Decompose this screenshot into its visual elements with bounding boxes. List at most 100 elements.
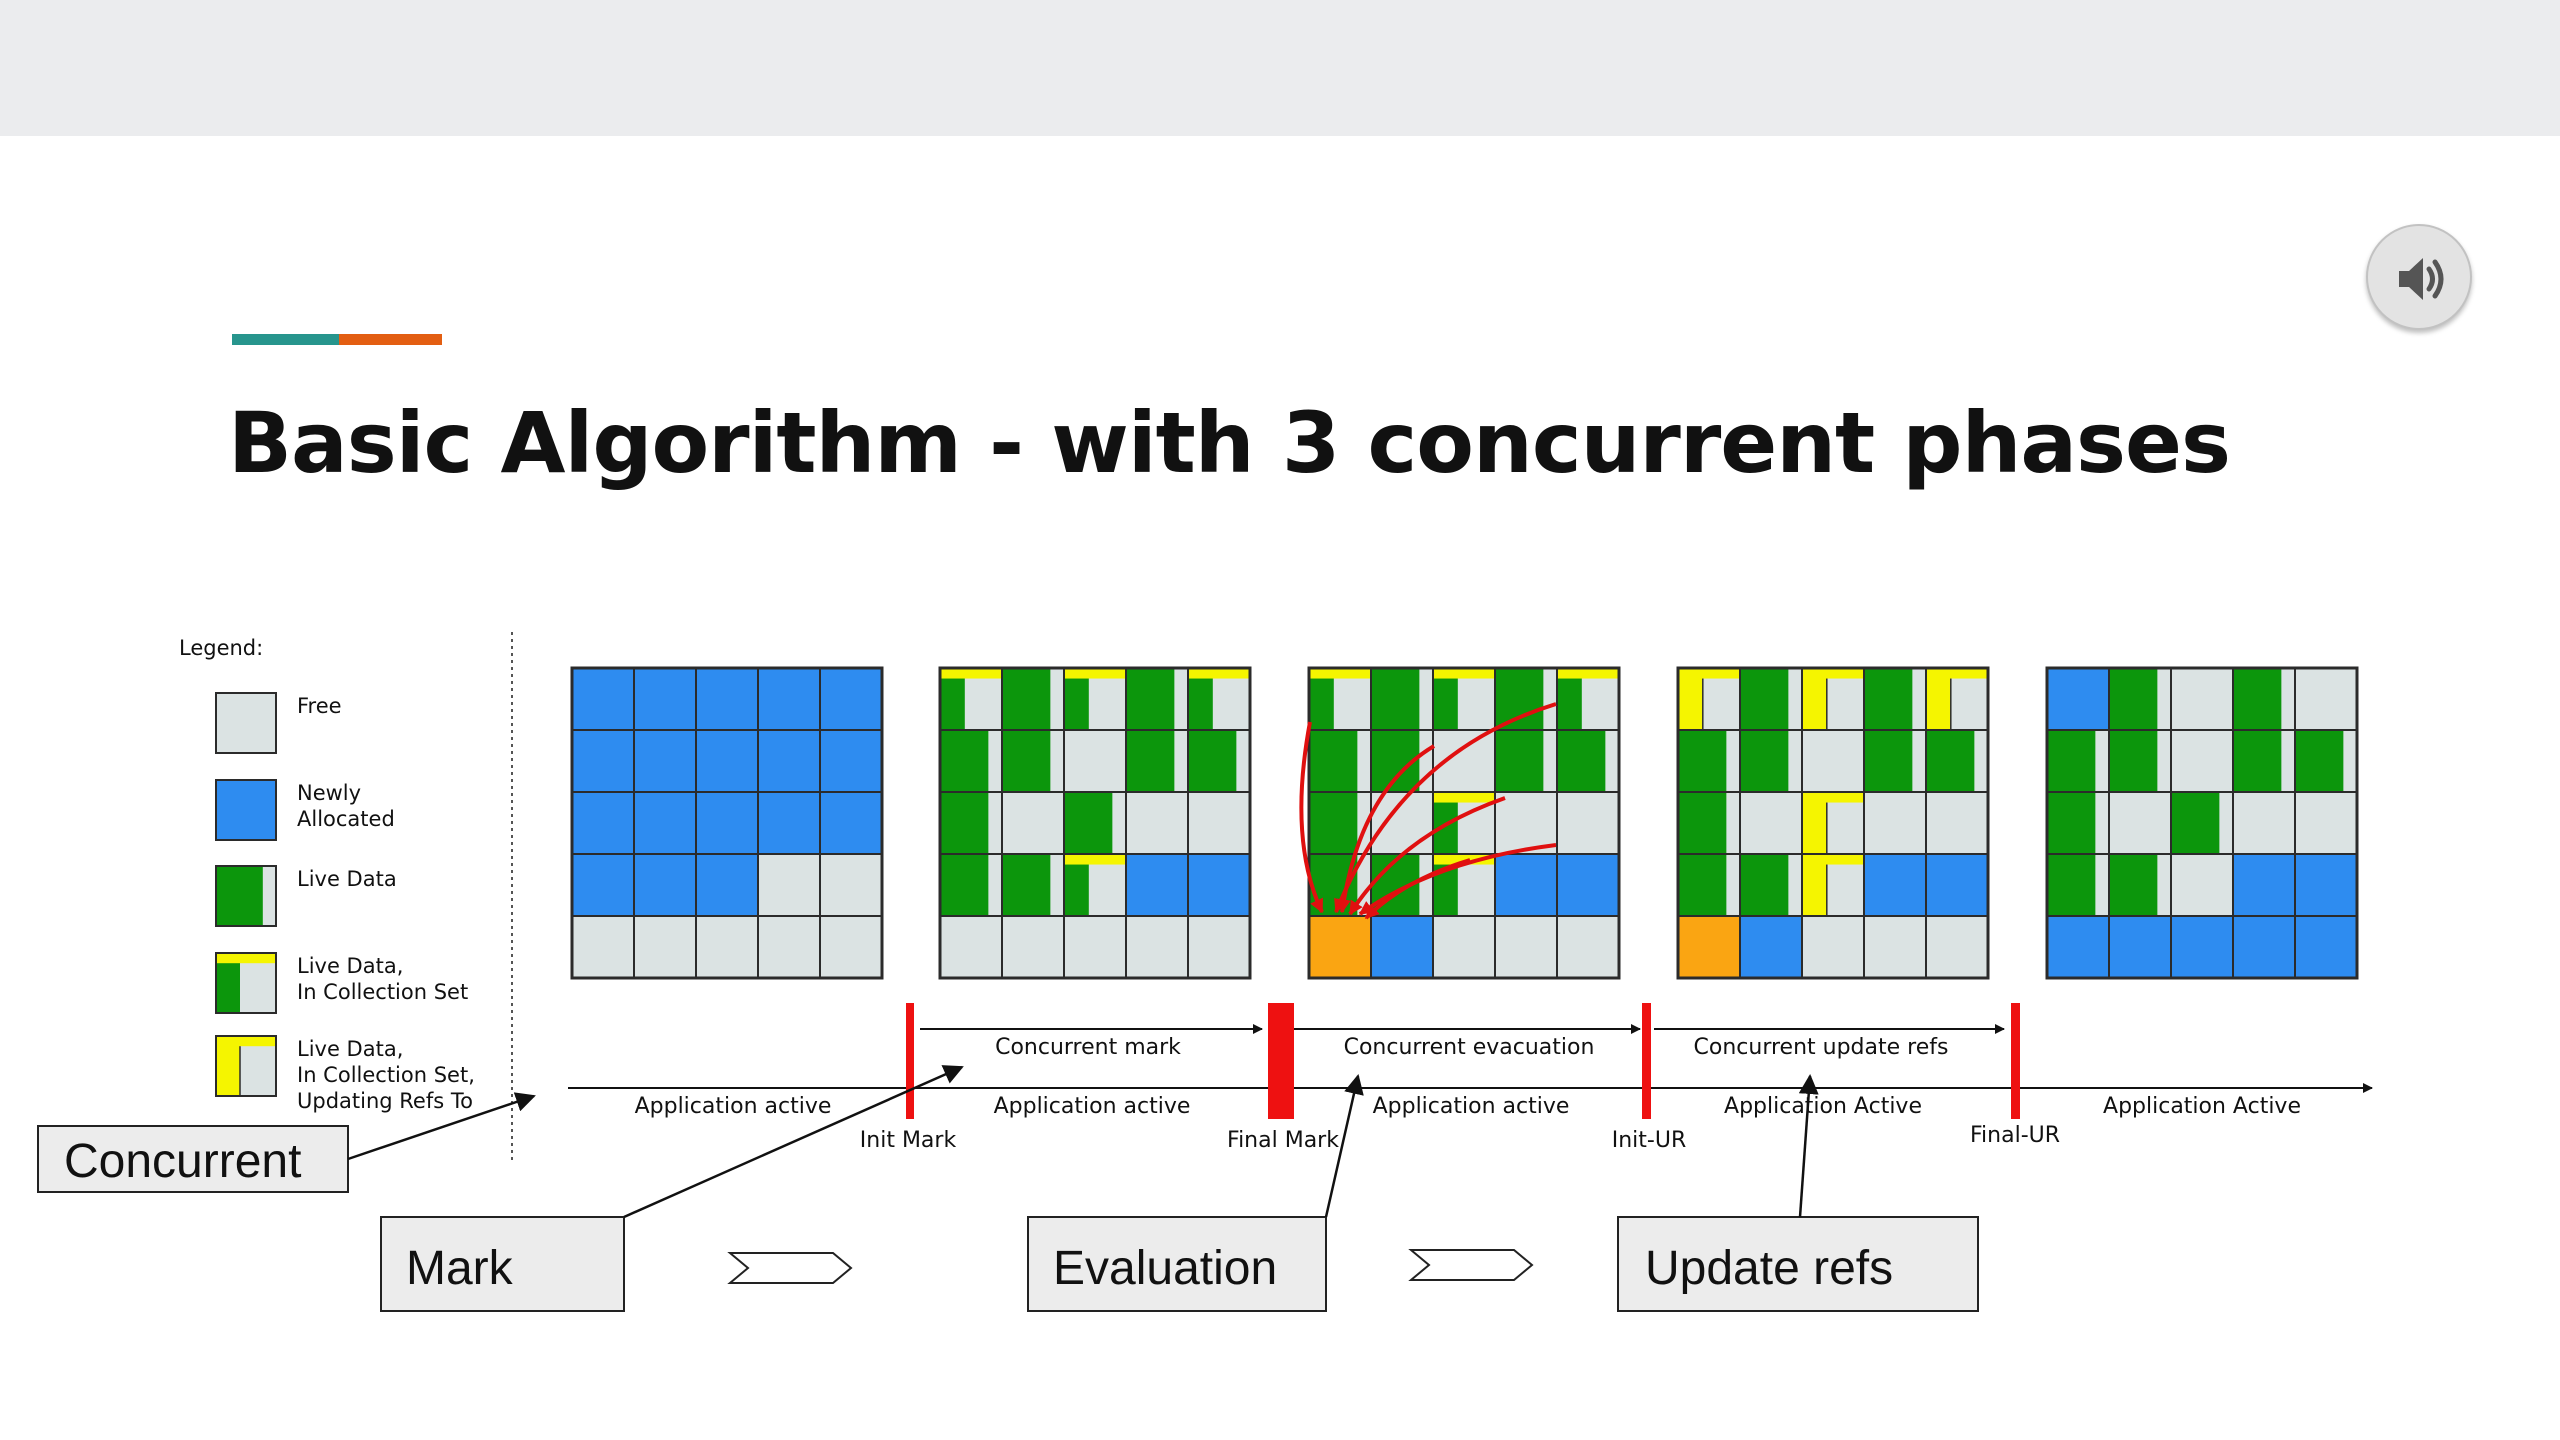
heap-cell	[2232, 791, 2296, 855]
heap-cell	[1494, 729, 1558, 793]
heap-cell	[695, 915, 759, 979]
init-ur-pause	[1642, 1003, 1651, 1119]
callout-arrow-evaluation	[1324, 1074, 1364, 1218]
heap-cell	[1125, 791, 1189, 855]
heap-cell	[695, 729, 759, 793]
gc-timeline: Concurrent mark Concurrent evacuation Co…	[568, 1003, 2373, 1153]
heap-cell	[1125, 667, 1189, 731]
heap-cell	[1370, 667, 1434, 731]
heap-cell	[1001, 791, 1065, 855]
concurrent-update-refs-label: Concurrent update refs	[1694, 1035, 1949, 1060]
legend-item-cset: Live Data,In Collection Set	[215, 952, 468, 1014]
legend-heading: Legend:	[179, 636, 263, 660]
callout-box-update-refs	[1617, 1216, 1979, 1312]
heap-grid-3	[1307, 666, 1621, 980]
heap-cell	[1001, 915, 1065, 979]
legend-item-free: Free	[215, 692, 342, 754]
heap-cell	[1556, 791, 1620, 855]
heap-cell	[939, 667, 1003, 731]
heap-cell	[1801, 915, 1865, 979]
heap-region-grids	[570, 666, 2359, 980]
callout-arrow-update-refs	[1798, 1074, 1819, 1218]
heap-cell	[1739, 853, 1803, 917]
heap-cell	[939, 915, 1003, 979]
top-bar	[0, 0, 2560, 136]
heap-cell	[1677, 667, 1741, 731]
legend-swatch-free	[215, 692, 277, 754]
legend-swatch-cset	[215, 952, 277, 1014]
heap-cell	[633, 791, 697, 855]
heap-cell	[1001, 853, 1065, 917]
application-active-label-4: Application Active	[1724, 1094, 1922, 1119]
heap-cell	[695, 667, 759, 731]
heap-cell	[1801, 853, 1865, 917]
heap-cell	[1863, 729, 1927, 793]
callout-update-refs: Update refs	[1617, 1074, 1979, 1312]
callout-text-update-refs: Update refs	[1645, 1242, 1893, 1295]
speaker-icon	[2399, 258, 2444, 300]
legend-label: Newly	[297, 781, 361, 805]
heap-cell	[1556, 915, 1620, 979]
heap-cell	[1863, 791, 1927, 855]
heap-cell	[1801, 729, 1865, 793]
heap-cell	[819, 729, 883, 793]
heap-cell	[1677, 915, 1741, 979]
heap-cell	[2046, 853, 2110, 917]
callout-text-evaluation: Evaluation	[1053, 1242, 1277, 1295]
init-mark-label: Init Mark	[860, 1128, 957, 1153]
application-active-label-5: Application Active	[2103, 1094, 2301, 1119]
heap-cell	[2170, 667, 2234, 731]
concurrent-mark-label: Concurrent mark	[995, 1035, 1181, 1060]
heap-cell	[2170, 791, 2234, 855]
heap-cell	[1494, 915, 1558, 979]
heap-cell	[1925, 667, 1989, 731]
heap-cell	[2294, 791, 2358, 855]
heap-cell	[1739, 729, 1803, 793]
callout-arrow-mark	[623, 1065, 964, 1219]
heap-cell	[1125, 915, 1189, 979]
heap-cell	[1494, 667, 1558, 731]
heap-cell	[1063, 791, 1127, 855]
heap-cell	[819, 791, 883, 855]
heap-cell	[1801, 791, 1865, 855]
heap-cell	[2294, 729, 2358, 793]
heap-cell	[2232, 667, 2296, 731]
heap-cell	[695, 853, 759, 917]
callout-evaluation: Evaluation	[1027, 1074, 1364, 1312]
legend-swatch-upd	[215, 1035, 277, 1097]
heap-cell	[1863, 853, 1927, 917]
sound-button[interactable]	[2366, 224, 2472, 330]
heap-cell	[2170, 915, 2234, 979]
heap-cell	[1308, 667, 1372, 731]
legend-item-live: Live Data	[215, 865, 397, 927]
slide-title: Basic Algorithm - with 3 concurrent phas…	[228, 394, 2231, 492]
heap-cell	[1677, 729, 1741, 793]
application-active-label-1: Application active	[635, 1094, 832, 1119]
legend-label: Free	[297, 694, 342, 718]
heap-cell	[695, 791, 759, 855]
heap-cell	[2294, 853, 2358, 917]
application-active-label-2: Application active	[994, 1094, 1191, 1119]
legend-label: In Collection Set	[297, 980, 468, 1004]
heap-cell	[2108, 729, 2172, 793]
heap-cell	[2046, 729, 2110, 793]
callout-box-evaluation	[1027, 1216, 1327, 1312]
heap-cell	[1739, 667, 1803, 731]
heap-cell	[571, 667, 635, 731]
application-active-label-3: Application active	[1373, 1094, 1570, 1119]
heap-cell	[1801, 667, 1865, 731]
heap-cell	[1187, 791, 1251, 855]
concurrent-evacuation-label: Concurrent evacuation	[1344, 1035, 1595, 1060]
legend-label: In Collection Set,	[297, 1063, 475, 1087]
heap-cell	[1063, 667, 1127, 731]
heap-grid-1	[570, 666, 884, 980]
heap-cell	[2170, 853, 2234, 917]
heap-cell	[2232, 853, 2296, 917]
heap-cell	[1187, 729, 1251, 793]
final-ur-label: Final-UR	[1970, 1123, 2060, 1148]
callout-box-concurrent	[37, 1125, 349, 1193]
heap-cell	[2232, 729, 2296, 793]
heap-cell	[1308, 729, 1372, 793]
title-accent-teal	[232, 334, 339, 345]
